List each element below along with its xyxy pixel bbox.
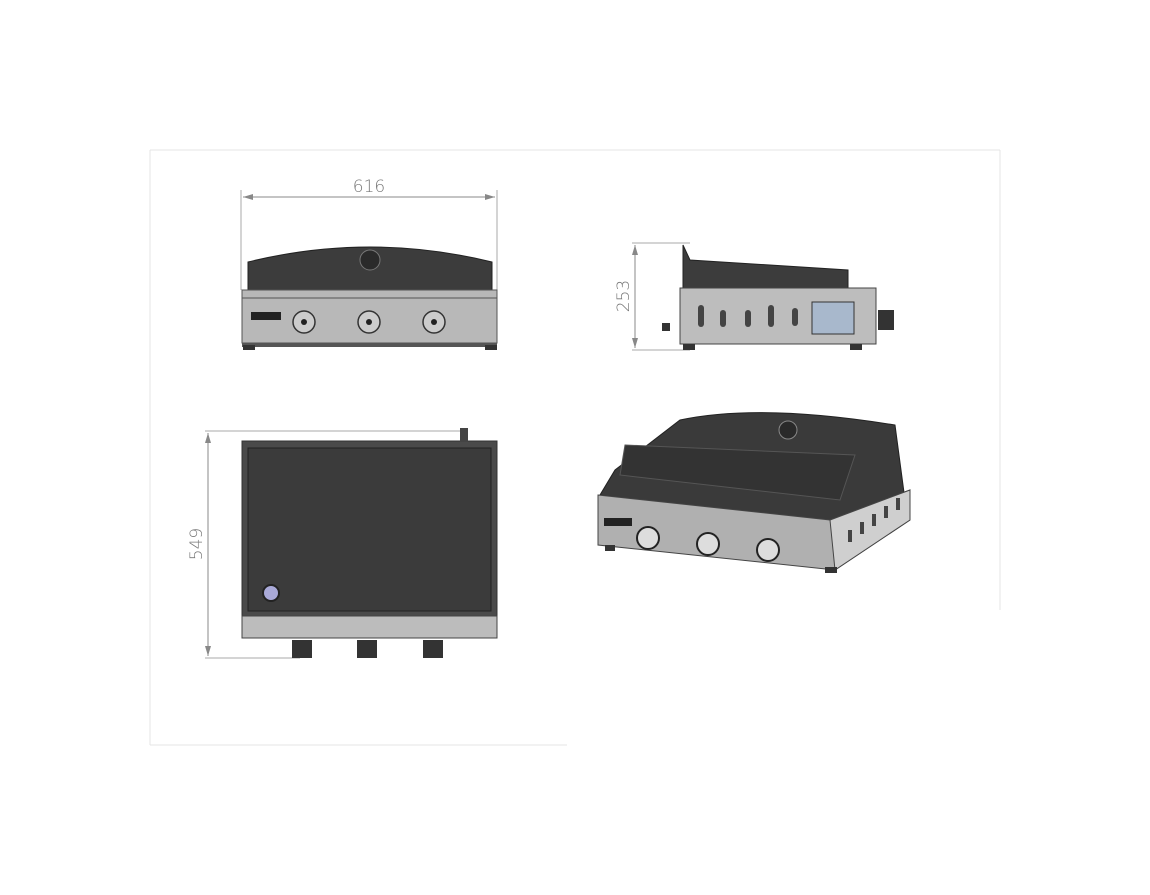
side-view: 253 — [614, 242, 894, 351]
top-view: 549 — [187, 428, 498, 659]
isometric-view — [597, 412, 911, 573]
ignition-button — [262, 584, 280, 602]
brand-plate — [604, 518, 632, 526]
gas-cartridge — [811, 301, 855, 335]
logo-icon — [778, 420, 798, 440]
depth-dimension-label: 549 — [187, 528, 207, 560]
knob-icon — [636, 526, 780, 562]
width-dimension-label: 616 — [353, 177, 385, 197]
drawing-frame — [149, 149, 1001, 746]
logo-icon — [359, 249, 381, 271]
front-view: 616 — [240, 177, 498, 350]
height-dimension-label: 253 — [614, 280, 634, 312]
brand-plate — [251, 312, 281, 320]
knob-icon — [878, 310, 894, 330]
